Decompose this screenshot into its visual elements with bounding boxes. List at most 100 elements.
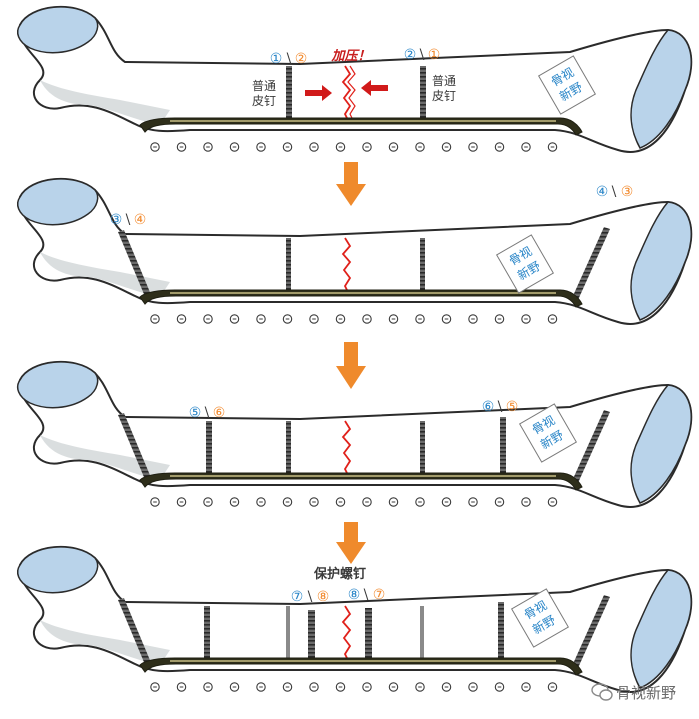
panel-3: ⑤ \ ⑥ ⑥ \ ⑤ 骨视 新野 [17,360,693,508]
screw-3 [118,598,152,667]
plate-holes [150,682,558,692]
bone-plate [139,657,583,676]
compression-label: 加压！ [330,48,370,64]
step-arrow-1 [336,162,366,206]
screw-labels-1: ① \ ② ② \ ① [270,47,441,67]
protection-screw-caption: 保护螺钉 [313,566,366,582]
screw-3 [118,413,152,482]
label-right-blue: ④ [596,184,609,200]
watermark: 骨视新野 [591,683,676,702]
note-right-line1: 普通 [432,74,456,88]
note-left-line1: 普通 [252,79,276,93]
femur-outline [18,5,693,153]
screw-4 [572,227,610,300]
femur-shading [40,620,170,665]
screw-labels-2: ③ \ ④ ④ \ ③ [110,184,634,228]
label-left-blue: ⑤ [189,405,202,421]
fracture-line [341,420,352,478]
condyle-cartilage [630,29,692,149]
femur-outline [18,177,693,325]
note-left-line2: 皮钉 [252,94,276,108]
screw-3 [118,230,152,299]
condyle-cartilage [630,201,692,321]
screw-5 [204,606,210,661]
label-right-blue: ⑥ [482,399,495,415]
chat-bubble-icon [591,683,613,701]
femur-outline [18,545,693,693]
stamp-box [495,234,555,294]
fracture-line [341,65,352,123]
screw-1b [420,66,426,121]
label-left-slash: \ [287,51,292,67]
screw-6 [498,602,504,661]
compression-arrows [305,80,388,101]
femur-outline [18,360,693,508]
arrow-left [361,80,388,96]
label-right-slash: \ [420,47,425,63]
screw-1b [420,606,424,661]
label-right-orange: ⑦ [373,587,386,603]
femoral-head-cartilage [17,361,99,409]
label-right-orange: ⑤ [506,399,519,415]
step-arrow-3 [336,522,366,564]
fracture-line-2 [347,65,356,123]
condyle-cartilage [630,384,692,504]
condyle-cartilage [630,569,692,689]
label-left-slash: \ [126,212,131,228]
screw-1b [420,421,425,476]
label-right-slash: \ [498,399,503,415]
label-right-blue: ⑧ [348,587,361,603]
fracture-line [341,237,352,295]
bone-plate [139,472,583,491]
panel-4: 保护螺钉 ⑦ \ ⑧ ⑧ \ ⑦ 骨视 新野 [17,545,693,693]
screw-1a [286,606,290,661]
watermark-text: 骨视新野 [616,684,676,702]
screw-1a [286,238,291,293]
femur-shading [40,435,170,480]
fracture-line [341,605,352,663]
femur-shading [40,252,170,297]
note-right-line2: 皮钉 [432,89,456,103]
femoral-head-cartilage [17,546,99,594]
label-left-slash: \ [308,589,313,605]
label-left-blue: ① [270,51,283,67]
femoral-head-cartilage [17,6,99,54]
label-right-blue: ② [404,47,417,63]
femur-shading [40,80,170,125]
arrow-right [305,85,332,101]
label-left-blue: ③ [110,212,123,228]
screw-1b [420,238,425,293]
stamp-box [537,55,597,115]
stamp-4: 骨视 新野 [510,588,570,648]
label-left-orange: ② [295,51,308,67]
label-left-slash: \ [205,405,210,421]
stamp-2: 骨视 新野 [495,234,555,294]
screw-labels-4: ⑦ \ ⑧ ⑧ \ ⑦ [291,587,386,605]
plate-holes [150,142,558,152]
label-left-orange: ⑥ [213,405,226,421]
label-right-slash: \ [612,184,617,200]
femoral-head-cartilage [17,178,99,226]
screw-5 [206,421,212,476]
stamp-box [510,588,570,648]
screw-4 [572,595,610,668]
screw-6 [500,417,506,476]
stamp-box [518,403,578,463]
label-left-blue: ⑦ [291,589,304,605]
plate-holes [150,314,558,324]
step-arrow-2 [336,342,366,389]
screw-8 [365,608,372,664]
panel-2: ③ \ ④ ④ \ ③ 骨视 新野 [17,177,693,325]
femur-1: 加压！ ① \ ② ② \ ① 普通 皮钉 普通 皮钉 骨视 新野 [17,5,693,153]
label-right-slash: \ [364,587,369,603]
label-left-orange: ⑧ [317,589,330,605]
screw-1a [286,66,292,121]
screw-labels-3: ⑤ \ ⑥ ⑥ \ ⑤ [189,399,519,421]
screw-notes: 普通 皮钉 普通 皮钉 [252,74,456,108]
label-right-orange: ① [428,47,441,63]
screw-1a [286,421,291,476]
label-left-orange: ④ [134,212,147,228]
stamp-3: 骨视 新野 [518,403,578,463]
bone-plate [139,117,583,136]
